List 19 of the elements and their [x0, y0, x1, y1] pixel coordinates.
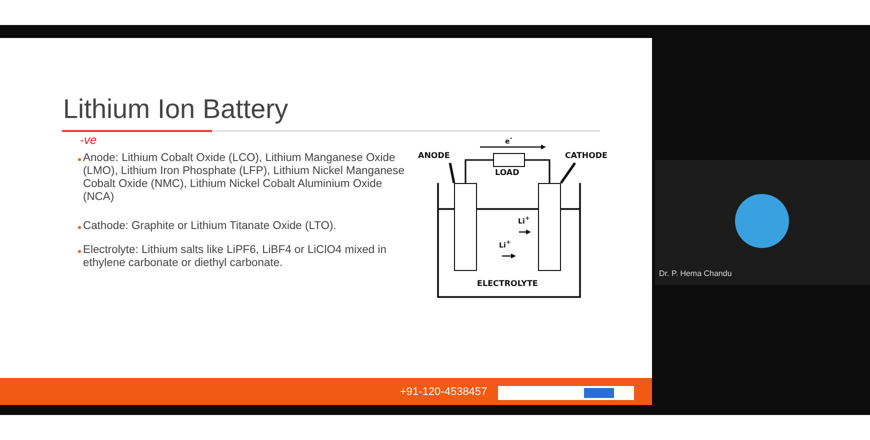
bullet-text: Cathode: Graphite or Lithium Titanate Oxide (LTO). — [78, 220, 413, 233]
diagram-label: ANODE — [418, 151, 450, 160]
leader-line — [560, 162, 576, 184]
bullet-text: Electrolyte: Lithium salts like LiPF6, LiBF4 or LiClO4 mixed in ethylene carbonate or diethyl carbonate. — [78, 244, 413, 270]
bullet-text: Anode: Lithium Cobalt Oxide (LCO), Lithium Manganese Oxide (LMO), Lithium Iron Phosphate (LFP), Lithium Nickel Manganese Cobalt Oxide (NMC), Lithium Nickel Cobalt Aluminium Oxide (NCA) — [78, 152, 413, 204]
phone-number: +91-120-4538457 — [400, 386, 488, 399]
electrolyte-container — [437, 183, 581, 298]
electrode-plate — [538, 183, 561, 271]
slide-title: Lithium Ion Battery — [63, 94, 288, 126]
diagram-label: CATHODE — [565, 151, 608, 160]
participant-name: Dr. P. Hema Chandu — [659, 269, 732, 278]
wire — [525, 159, 550, 183]
load-resistor — [493, 153, 525, 167]
leader-line — [448, 162, 456, 184]
diagram-label: ELECTROLYTE — [477, 279, 538, 288]
wire — [464, 159, 493, 183]
handwritten-note: -ve — [80, 134, 97, 148]
electrode-plate — [454, 183, 477, 271]
load-label: LOAD — [495, 168, 520, 178]
